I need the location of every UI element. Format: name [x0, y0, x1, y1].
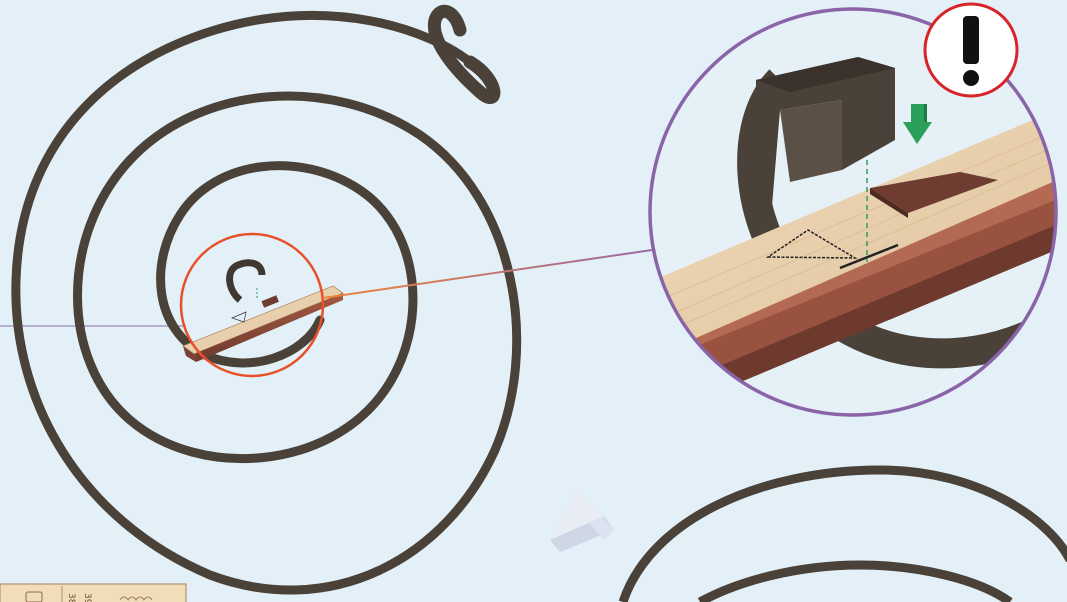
next-step-chevron-icon [550, 488, 614, 552]
connector-line-zoom [323, 250, 652, 298]
center-assembly [183, 263, 343, 362]
center-spring-hook [230, 263, 262, 300]
parts-sheet-label-b: 39 [82, 593, 92, 602]
parts-sheet-label-a: 38 [66, 593, 76, 602]
warning-badge [925, 4, 1017, 96]
next-spiral-preview [623, 470, 1067, 602]
parts-sheet: 38 39 [0, 584, 186, 602]
